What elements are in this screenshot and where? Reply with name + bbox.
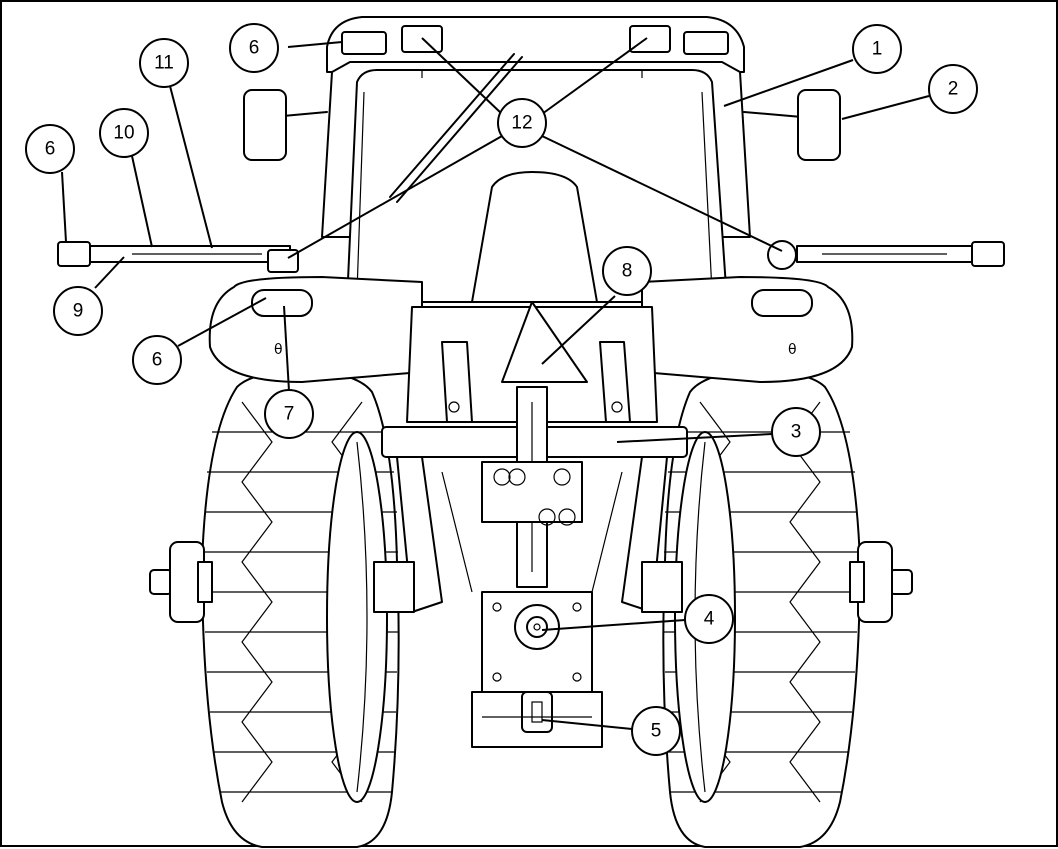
lift-arm-right	[599, 341, 631, 423]
callout-label: 6	[152, 350, 163, 371]
cab-roof	[326, 16, 745, 73]
fender-left: θ	[208, 276, 423, 383]
mirror-left	[243, 89, 328, 161]
mirror-right	[743, 89, 841, 161]
lift-arm-left	[441, 341, 473, 423]
callout-8: 8	[602, 246, 652, 296]
callout-7: 7	[264, 389, 314, 439]
callout-label: 9	[73, 301, 84, 322]
pto-housing	[481, 591, 593, 693]
callout-4: 4	[684, 594, 734, 644]
callout-6-lightbar: 6	[25, 124, 75, 174]
light-bar-right	[767, 240, 1005, 270]
callout-12: 12	[497, 98, 547, 148]
callout-label: 10	[113, 123, 134, 144]
wheel-hub-right	[849, 541, 913, 623]
cab-body	[321, 53, 751, 303]
callout-label: 11	[154, 53, 174, 74]
callout-label: 12	[511, 113, 532, 134]
callout-label: 5	[651, 721, 662, 742]
hydraulic-couplers	[481, 461, 583, 526]
svg-text:θ: θ	[788, 342, 797, 358]
callout-label: 7	[284, 404, 295, 425]
svg-text:θ: θ	[274, 342, 283, 358]
fender-right: θ	[641, 276, 854, 383]
rear-housing	[406, 301, 658, 423]
callout-9: 9	[53, 286, 103, 336]
tractor-illustration: θ θ	[57, 16, 1005, 848]
callout-label: 6	[249, 38, 260, 59]
callout-label: 6	[45, 139, 56, 160]
callout-5: 5	[631, 706, 681, 756]
callout-10: 10	[99, 108, 149, 158]
callout-6-fender: 6	[132, 335, 182, 385]
lower-links	[373, 456, 683, 613]
wheel-hub-left	[149, 541, 213, 623]
callout-label: 4	[704, 609, 715, 630]
callout-2: 2	[928, 64, 978, 114]
callout-label: 8	[622, 261, 633, 282]
callout-label: 3	[791, 422, 802, 443]
light-bar-left	[57, 241, 299, 273]
tow-hitch	[471, 691, 603, 748]
callout-1: 1	[852, 24, 902, 74]
callout-3: 3	[771, 407, 821, 457]
callout-6-roof: 6	[229, 23, 279, 73]
callout-label: 2	[948, 79, 959, 100]
callout-label: 1	[872, 39, 883, 60]
leader-lines	[61, 37, 930, 730]
rear-wheel-left	[201, 369, 400, 848]
callout-11: 11	[139, 38, 189, 88]
